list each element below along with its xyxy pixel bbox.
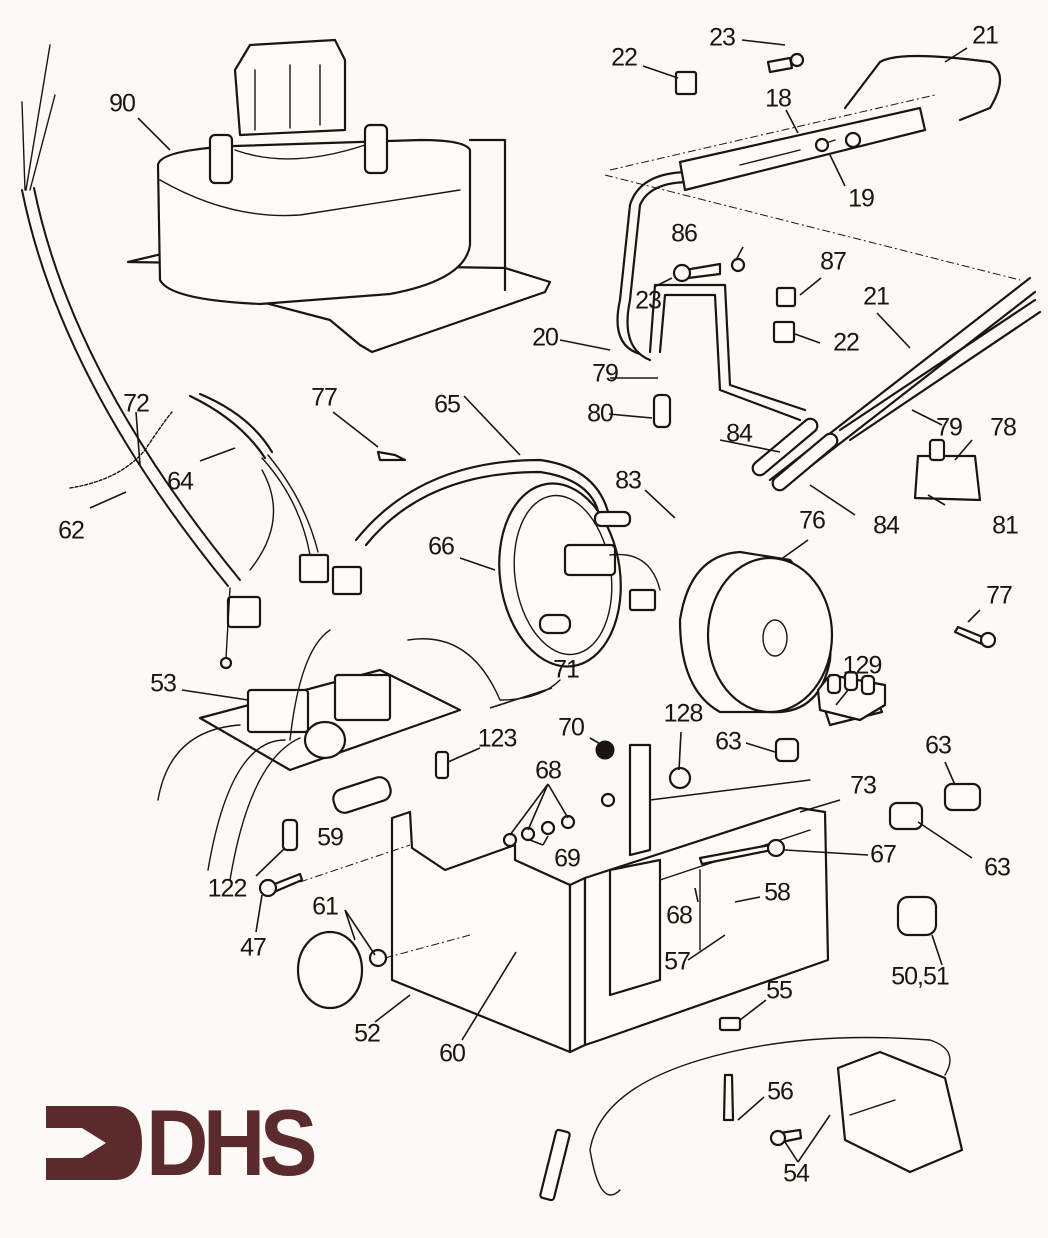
part-label-53: 53 [150, 669, 177, 698]
harness-64-drawing [188, 392, 330, 584]
arrow-right-bracket-icon [46, 1106, 142, 1180]
part-label-22: 22 [611, 43, 638, 72]
part-label-64: 64 [167, 467, 194, 496]
pcb-drawing [157, 629, 561, 881]
part-label-77: 77 [311, 383, 338, 412]
gas-pipework-drawing [604, 54, 1042, 492]
part-label-84b: 84 [873, 511, 900, 540]
part-label-68b: 68 [666, 901, 693, 930]
terminal-strip-drawing [816, 670, 887, 722]
leader-lines [89, 39, 981, 1163]
part-label-52: 52 [354, 1019, 381, 1048]
element-plate-drawing [498, 482, 661, 668]
cover-drawing [678, 550, 834, 714]
part-label-79b: 79 [936, 413, 963, 442]
part-label-61: 61 [312, 892, 339, 921]
thermostat-drawing [539, 1036, 964, 1202]
part-label-76: 76 [799, 506, 826, 535]
brand-name: DHS [146, 1090, 318, 1195]
part-label-84: 84 [726, 419, 753, 448]
chassis-drawing [299, 743, 830, 1054]
part-label-80: 80 [587, 399, 614, 428]
part-label-56: 56 [767, 1077, 794, 1106]
part-label-68: 68 [535, 756, 562, 785]
part-label-19: 19 [848, 184, 875, 213]
part-label-65: 65 [434, 390, 461, 419]
part-label-123: 123 [477, 724, 518, 753]
part-label-79: 79 [592, 359, 619, 388]
part-label-70: 70 [558, 713, 585, 742]
part-label-81: 81 [992, 511, 1019, 540]
part-label-57: 57 [664, 947, 691, 976]
brand-logo [46, 1106, 142, 1180]
part-label-23: 23 [709, 23, 736, 52]
part-label-18: 18 [765, 84, 792, 113]
part-label-73: 73 [850, 771, 877, 800]
part-label-83: 83 [615, 466, 642, 495]
part-label-21: 21 [972, 21, 999, 50]
part-label-66: 66 [428, 532, 455, 561]
part-label-20: 20 [532, 323, 559, 352]
part-label-62: 62 [58, 516, 85, 545]
part-label-60: 60 [439, 1039, 466, 1068]
part-label-71: 71 [553, 655, 580, 684]
part-label-63: 63 [715, 727, 742, 756]
part-label-72: 72 [123, 389, 150, 418]
part-label-122: 122 [207, 874, 248, 903]
part-label-67: 67 [870, 840, 897, 869]
part-label-63b: 63 [925, 731, 952, 760]
part-label-21b: 21 [863, 282, 890, 311]
part-label-59: 59 [317, 823, 344, 852]
part-label-78: 78 [990, 413, 1017, 442]
part-label-128: 128 [663, 699, 704, 728]
part-label-86: 86 [671, 219, 698, 248]
part-label-54: 54 [783, 1159, 810, 1188]
fan-assembly-drawing [126, 38, 552, 354]
part-label-77b: 77 [986, 581, 1013, 610]
part-label-58: 58 [764, 878, 791, 907]
part-label-87: 87 [820, 247, 847, 276]
harness-65-drawing [331, 458, 612, 596]
part-label-129: 129 [842, 651, 883, 680]
part-label-63c: 63 [984, 853, 1011, 882]
mains-cable-drawing [21, 44, 262, 670]
part-label-47: 47 [240, 933, 267, 962]
part-label-22b: 22 [833, 328, 860, 357]
part-label-69: 69 [554, 844, 581, 873]
part-label-50-51: 50,51 [891, 962, 950, 991]
part-label-23b: 23 [635, 286, 662, 315]
earth-chain-drawing [69, 411, 173, 489]
part-label-55: 55 [766, 976, 793, 1005]
part-label-90: 90 [109, 89, 136, 118]
